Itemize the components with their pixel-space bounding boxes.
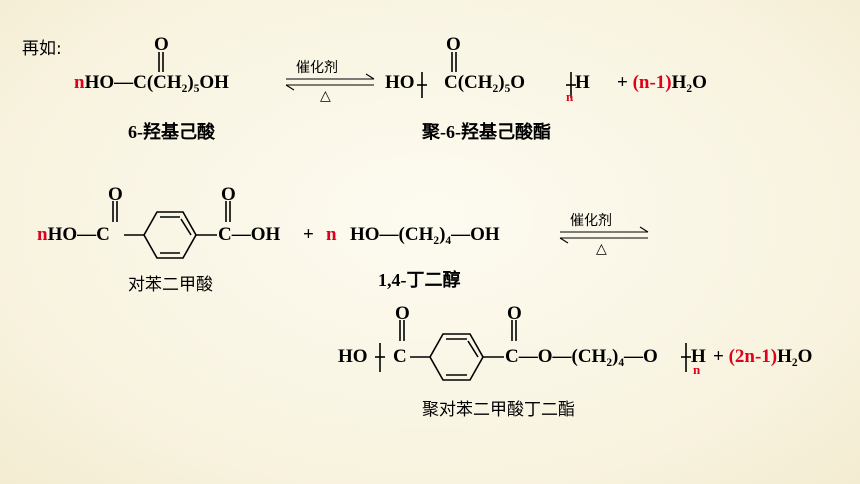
acid-name: 对苯二甲酸 <box>128 275 213 295</box>
polyester-carbon-1: C <box>393 346 407 367</box>
heat-symbol: △ <box>320 88 331 104</box>
polyester-water: + (2n-1)H₂O <box>713 346 813 367</box>
heat-symbol-2: △ <box>596 241 607 257</box>
diol-formula: HO—(CH₂)₄—OH <box>350 224 500 245</box>
polyester-end-h: H <box>691 346 706 367</box>
lead-text: 再如: <box>22 39 62 59</box>
polyester-name: 聚对苯二甲酸丁二酯 <box>422 400 575 420</box>
degree-n: n <box>566 89 574 104</box>
catalyst-label-2: 催化剂 <box>570 213 612 229</box>
acid-oxygen-2: O <box>221 184 236 205</box>
reactant-name: 6-羟基己酸 <box>128 122 215 142</box>
acid-left-group: nHO—C <box>37 224 110 245</box>
benzene-ring-acid <box>143 211 197 259</box>
equilibrium-arrow-2 <box>559 226 649 244</box>
diol-name: 1,4-丁二醇 <box>378 270 461 290</box>
water-byproduct: + (n-1)H₂O <box>617 72 707 93</box>
acid-right-group: C—OH <box>218 224 281 245</box>
product-end-ho: HO <box>385 72 415 93</box>
carbonyl-oxygen: O <box>154 34 169 55</box>
product-repeat-unit: C(CH₂)₅O <box>444 72 526 93</box>
equilibrium-arrow-1 <box>285 73 375 91</box>
polyester-degree-n: n <box>693 362 701 377</box>
reactant-1: nHO—C(CH₂)₅OH <box>74 72 229 93</box>
product-name: 聚-6-羟基己酸酯 <box>422 122 551 142</box>
polyester-oxygen-1: O <box>395 303 410 324</box>
acid-oxygen-1: O <box>108 184 123 205</box>
polyester-end-ho: HO <box>338 346 368 367</box>
product-carbonyl-oxygen: O <box>446 34 461 55</box>
benzene-ring-polyester <box>429 333 484 381</box>
polyester-chain: C—O—(CH₂)₄—O <box>505 346 658 367</box>
product-end-h: H <box>575 72 590 93</box>
polyester-oxygen-2: O <box>507 303 522 324</box>
coefficient-n-diol: n <box>326 224 337 245</box>
coefficient-n: n <box>74 72 85 93</box>
catalyst-label: 催化剂 <box>296 60 338 76</box>
plus-sign: + <box>303 224 314 245</box>
